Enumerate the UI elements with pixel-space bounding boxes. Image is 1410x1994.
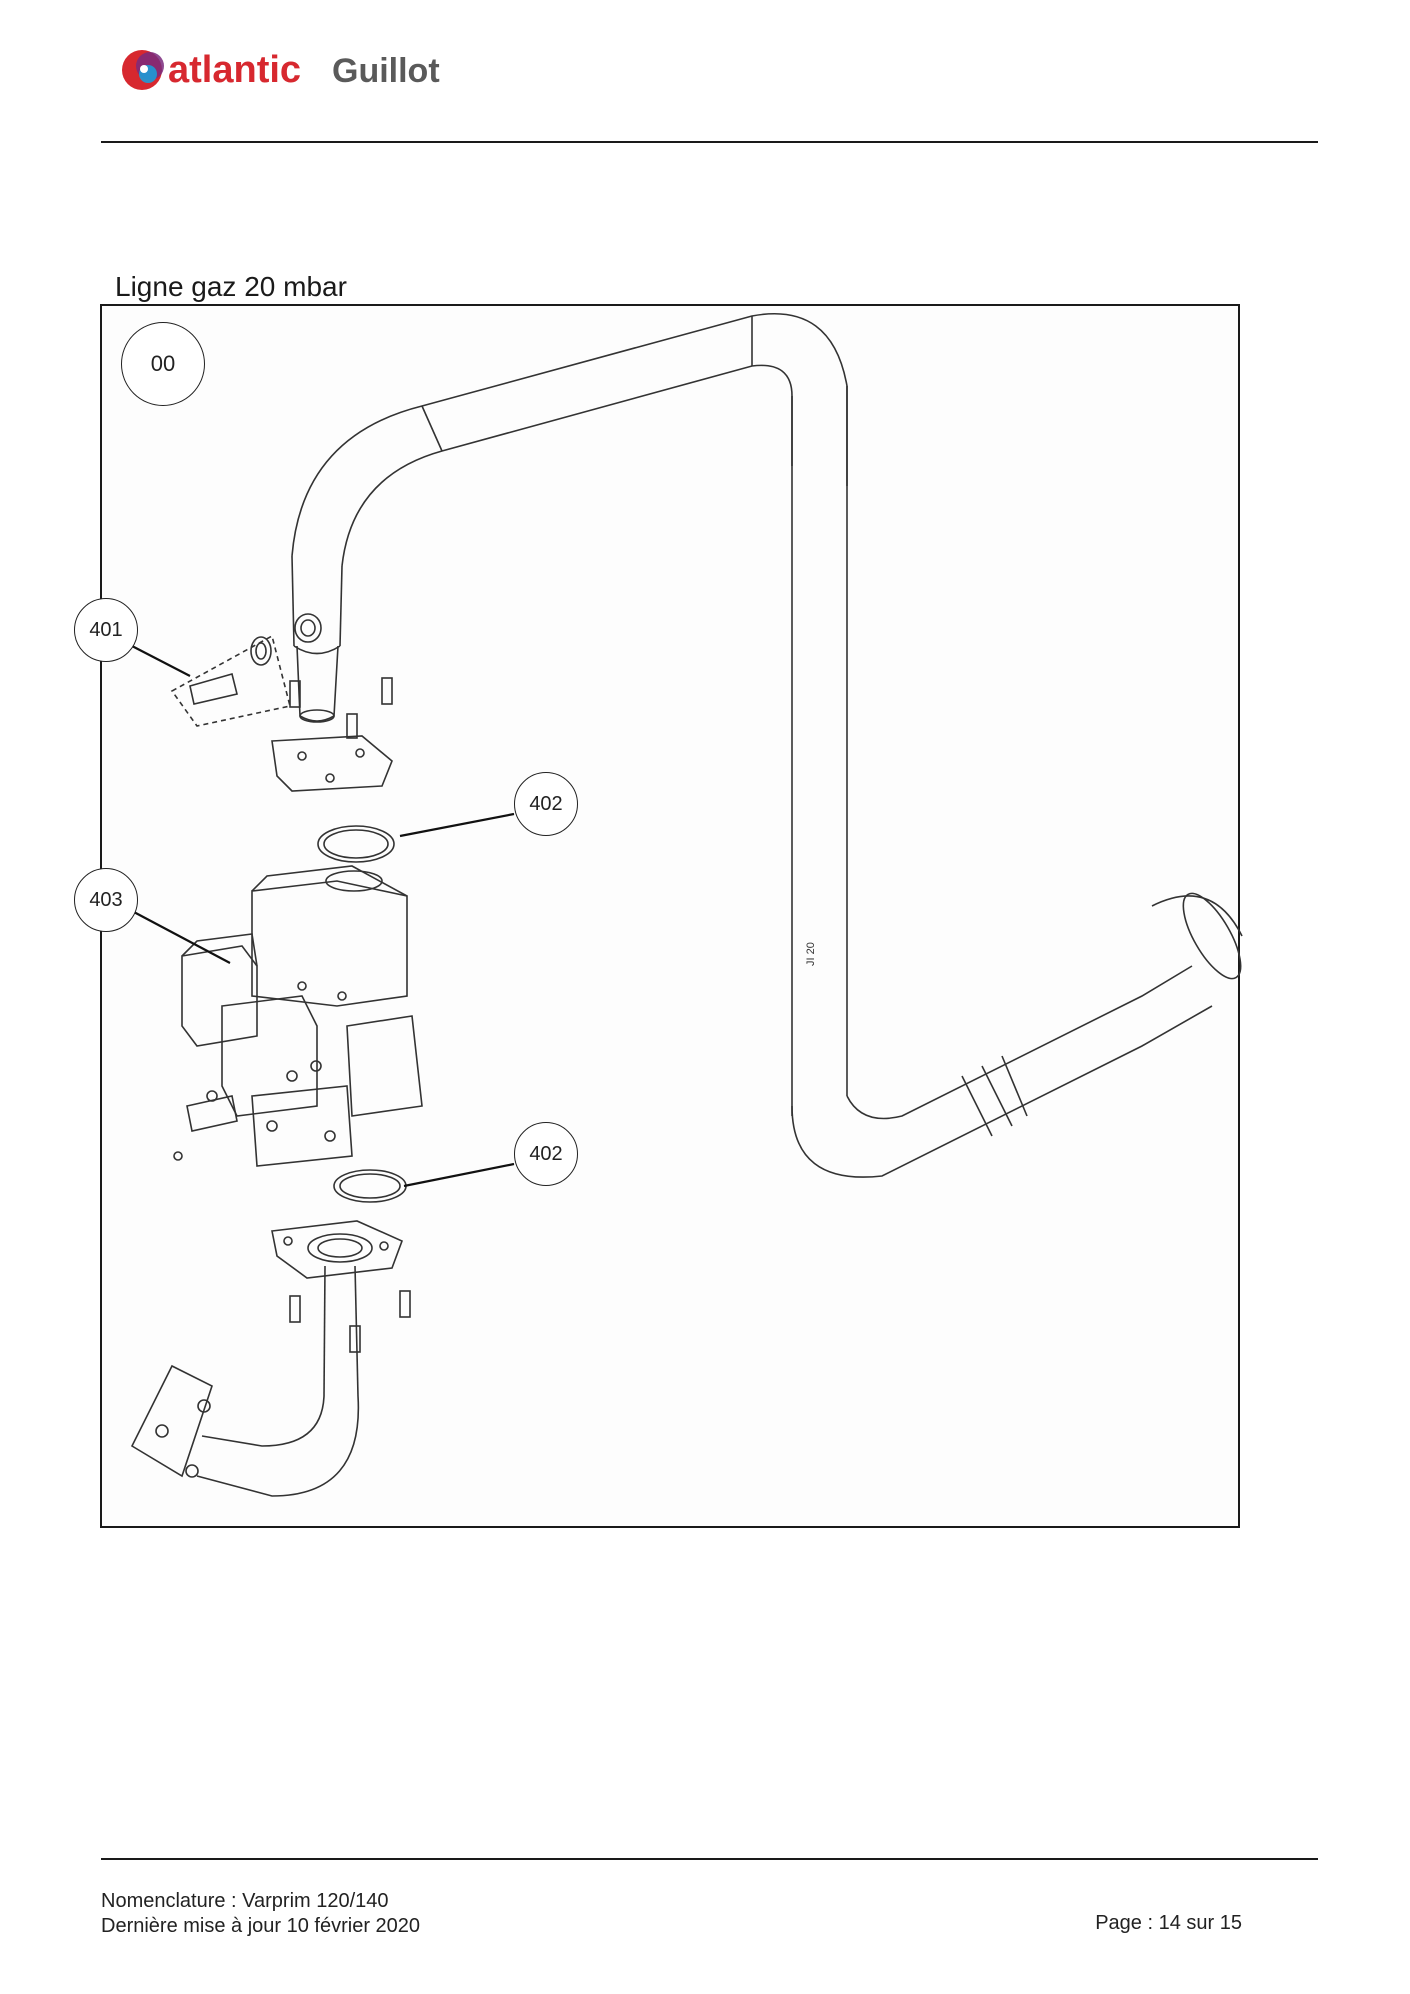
logo-text-guillot: Guillot bbox=[332, 52, 440, 90]
footer-last-update: Dernière mise à jour 10 février 2020 bbox=[101, 1915, 421, 1937]
view-label-badge: 00 bbox=[121, 322, 205, 406]
callout-402-lower: 402 bbox=[514, 1122, 578, 1186]
lower-diagonal-pipe bbox=[791, 892, 1243, 1178]
atlantic-guillot-logo: atlantic Guillot bbox=[122, 49, 440, 91]
screws-top bbox=[289, 677, 393, 739]
callout-403: 403 bbox=[74, 868, 138, 932]
valve-inlet-pipe bbox=[291, 555, 343, 723]
section-title: Ligne gaz 20 mbar bbox=[115, 271, 347, 302]
leader-lines bbox=[131, 645, 515, 1188]
pipe-marking: JI 20 bbox=[805, 942, 817, 966]
gas-valve-403 bbox=[173, 865, 423, 1167]
callout-402-upper: 402 bbox=[514, 772, 578, 836]
o-ring-upper bbox=[317, 825, 395, 863]
screws-bottom bbox=[289, 1290, 411, 1353]
o-ring-lower bbox=[333, 1169, 407, 1203]
logo-text-atlantic: atlantic bbox=[168, 49, 301, 91]
upper-pipe bbox=[291, 312, 848, 567]
outlet-pipe bbox=[130, 1265, 360, 1497]
atlantic-swirl-icon bbox=[122, 50, 164, 90]
fitting-401-group bbox=[170, 634, 291, 727]
callout-401: 401 bbox=[74, 598, 138, 662]
footer-page-number: Page : 14 sur 15 bbox=[1095, 1912, 1242, 1934]
o-ring-upper-inner bbox=[323, 829, 389, 859]
footer-divider bbox=[101, 1858, 1318, 1860]
footer-nomenclature: Nomenclature : Varprim 120/140 bbox=[101, 1890, 389, 1912]
o-ring-lower-inner bbox=[339, 1173, 401, 1199]
vertical-pipe: JI 20 bbox=[791, 386, 848, 1116]
exploded-view-figure: JI 20 bbox=[74, 304, 1243, 1528]
top-flange bbox=[271, 735, 393, 792]
header-divider bbox=[101, 141, 1318, 143]
bottom-flange bbox=[271, 1220, 404, 1279]
gas-line-drawing: JI 20 bbox=[130, 312, 1243, 1497]
